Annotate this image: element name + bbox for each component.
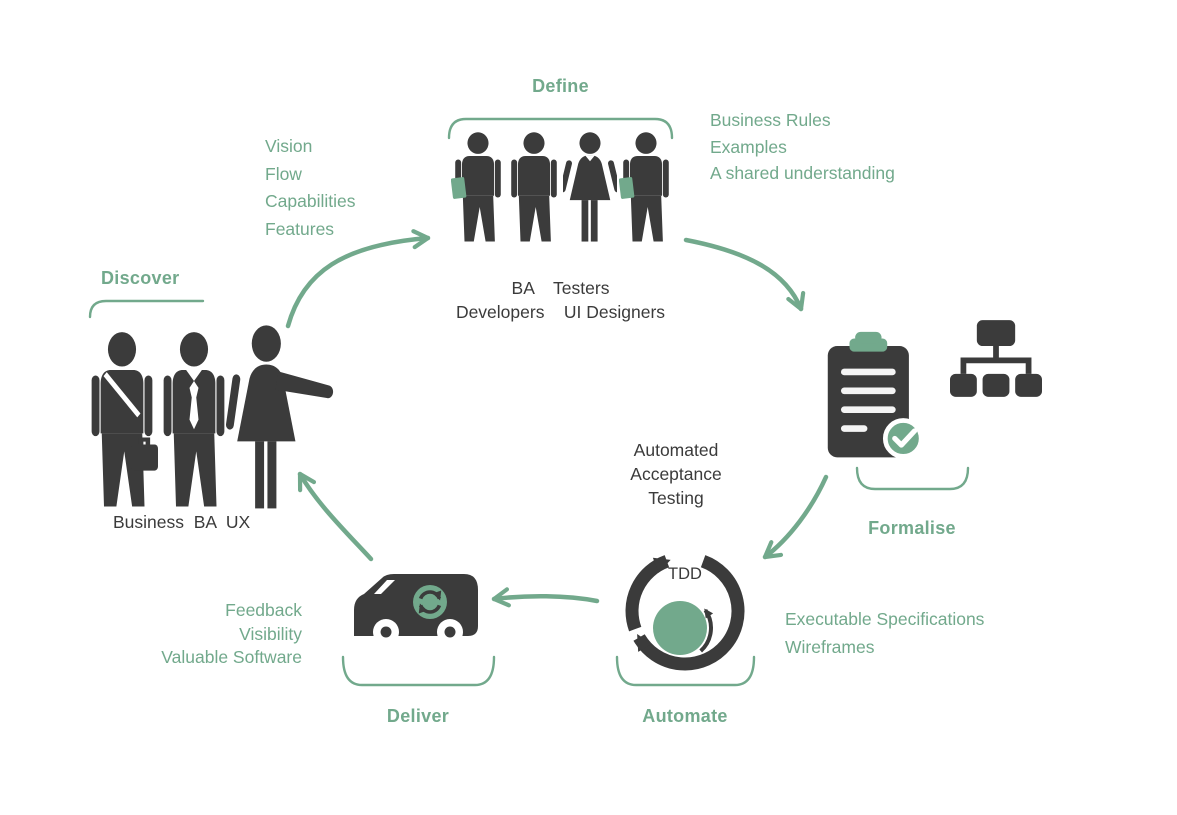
define-roles-line2: Developers UI Designers [455, 302, 666, 322]
windshield [374, 580, 395, 594]
list-item: Visibility [239, 623, 302, 644]
list-item: Examples [710, 136, 787, 157]
discover-to-define-arrow [285, 229, 431, 329]
wheel [444, 626, 456, 638]
cycle-arrows [285, 229, 829, 608]
tdd-green-circle [653, 601, 707, 655]
tie [189, 381, 199, 430]
delivery-van-icon [354, 574, 478, 645]
deliver-label: Deliver [386, 706, 450, 726]
caption-line: Automated [633, 440, 719, 460]
list-item: Flow [265, 163, 302, 184]
define-inputs: Vision Flow Capabilities Features [265, 133, 355, 243]
define-to-formalise-arrow [683, 237, 806, 312]
stage-brackets [88, 117, 970, 687]
deliver-to-discover-arrow [297, 471, 374, 562]
deliver-outputs: Feedback Visibility Valuable Software [140, 599, 302, 670]
list-item: Business Rules [710, 110, 831, 130]
caption-line: Acceptance [630, 464, 722, 484]
list-item: Vision [265, 136, 313, 156]
formalise-bracket [855, 466, 970, 491]
tdd-cycle-icon [625, 555, 745, 671]
collar [584, 155, 596, 162]
bag-strap [103, 372, 141, 418]
sync-emblem [413, 585, 447, 619]
discover-label: Discover [101, 268, 180, 288]
sitemap-icon [950, 320, 1042, 397]
list-item: Capabilities [265, 191, 356, 211]
tablet [451, 177, 467, 199]
tdd-label: TDD [668, 565, 702, 583]
list-item: Valuable Software [161, 647, 302, 667]
define-team-icon [450, 131, 674, 245]
define-label: Define [532, 76, 589, 96]
formalise-to-automate-arrow [762, 474, 829, 560]
define-outputs: Business Rules Examples A shared underst… [710, 107, 895, 187]
automate-outputs: Executable Specifications Wireframes [785, 606, 984, 661]
person-woman-icon [563, 132, 617, 242]
check-mark [892, 428, 918, 448]
automate-caption: Automated Acceptance Testing [616, 438, 736, 510]
formalise-label: Formalise [868, 518, 956, 538]
briefcase [131, 437, 158, 471]
pointing-arm [275, 371, 334, 399]
clipboard-check-icon [827, 331, 924, 459]
person-ux-icon [226, 325, 334, 509]
automate-to-deliver-arrow [491, 587, 600, 608]
person-business-icon [91, 332, 158, 507]
list-item: A shared understanding [710, 163, 895, 183]
define-bracket [447, 117, 674, 140]
list-item: Features [265, 218, 335, 239]
collar [186, 369, 202, 382]
automate-label: Automate [642, 706, 728, 726]
person-icon [511, 132, 557, 242]
person-ba-icon [163, 332, 225, 507]
mini-cycle-arrow [699, 608, 714, 653]
wheel [380, 626, 392, 638]
person-with-tablet-icon [451, 132, 501, 242]
checklist-lines [840, 368, 896, 432]
automate-bracket [615, 655, 756, 687]
list-item: Feedback [225, 600, 302, 620]
list-item: Executable Specifications [785, 609, 985, 629]
person-with-tablet-icon [619, 132, 669, 242]
check-circle [882, 418, 924, 459]
define-roles-line1: BA Testers [511, 278, 610, 298]
discover-roles: Business BA UX [113, 512, 251, 532]
deliver-bracket [341, 655, 496, 687]
caption-line: Testing [648, 488, 704, 508]
discover-bracket [88, 299, 205, 319]
list-item: Wireframes [785, 636, 875, 657]
tablet [619, 177, 635, 199]
